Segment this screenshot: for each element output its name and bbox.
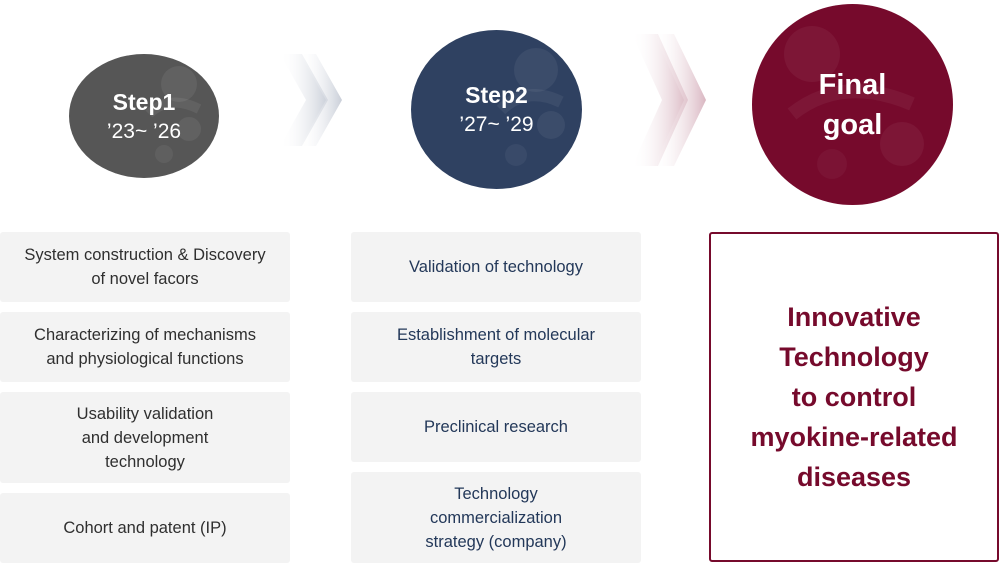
cell-decoration-icon	[496, 48, 565, 166]
step2-circle: Step2 ’27~ ’29	[411, 30, 582, 189]
item-line: Establishment of molecular	[396, 326, 596, 344]
step1-period: ’23~ ’26	[106, 119, 182, 143]
item-line: Usability validation	[76, 404, 214, 423]
item-line: and development	[81, 428, 209, 447]
item-line: Cohort and patent (IP)	[63, 519, 227, 537]
cell-decoration-icon	[145, 66, 202, 163]
arrow-right-icon	[280, 54, 342, 146]
item-line: commercialization	[429, 508, 563, 527]
step2-item: Validation of technology	[351, 232, 641, 302]
step1-circle: Step1 ’23~ ’26	[69, 54, 219, 178]
arrow-right-icon	[632, 34, 706, 166]
step2-item: Establishment of molecular targets	[351, 312, 641, 382]
step1-item: System construction & Discovery of novel …	[0, 232, 290, 302]
final-title-line: goal	[822, 108, 883, 141]
item-line: strategy (company)	[425, 532, 567, 551]
goal-line: myokine-related	[750, 422, 958, 452]
final-goal-box: Innovative Technology to control myokine…	[709, 232, 999, 562]
step2-title: Step2	[465, 82, 528, 108]
step1-item: Cohort and patent (IP)	[0, 493, 290, 563]
item-line: Characterizing of mechanisms	[34, 326, 256, 344]
step1-item: Usability validation and development techn…	[0, 392, 290, 483]
goal-line: to control	[791, 382, 917, 412]
goal-line: Technology	[779, 342, 929, 372]
item-line: System construction & Discovery	[24, 246, 266, 264]
step1-item: Characterizing of mechanisms and physiolo…	[0, 312, 290, 382]
goal-line: diseases	[796, 462, 912, 492]
item-line: of novel facors	[91, 270, 199, 288]
goal-line: Innovative	[787, 302, 921, 332]
step2-period: ’27~ ’29	[459, 113, 534, 136]
item-line: targets	[470, 350, 522, 368]
item-line: and physiological functions	[46, 350, 244, 368]
step2-item: Technology commercialization strategy (com…	[351, 472, 641, 563]
item-line: Technology	[454, 484, 538, 503]
item-line: technology	[105, 452, 185, 471]
item-line: Validation of technology	[409, 258, 583, 276]
item-line: Preclinical research	[424, 418, 568, 436]
step1-title: Step1	[112, 88, 176, 115]
cell-decoration-icon	[784, 26, 924, 179]
final-title-line: Final	[818, 68, 887, 101]
final-goal-circle: Final goal	[752, 4, 953, 205]
step2-item: Preclinical research	[351, 392, 641, 462]
